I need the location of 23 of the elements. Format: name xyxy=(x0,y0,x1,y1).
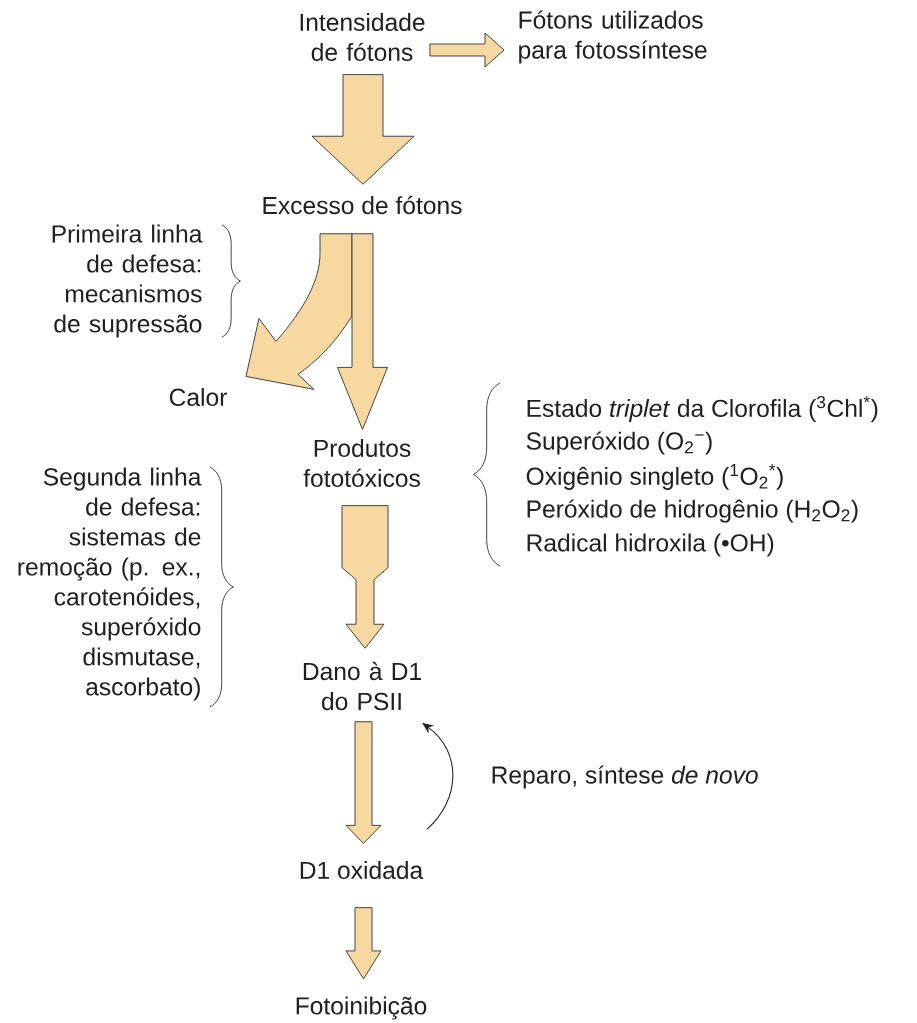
stage-label: Produtos fototóxicos xyxy=(303,439,420,488)
edge-label: Reparo, síntese de novo xyxy=(488,763,761,791)
block-arrow xyxy=(245,233,353,390)
stage-label: Fotoinibição xyxy=(296,996,427,1020)
list-item: Radical hidroxila (•OH) xyxy=(527,533,774,557)
defense-note: Segunda linha de defesa: sistemas de remoção (p. ex., carotenóides, superóxido dismutase, ascorbato) xyxy=(18,467,202,701)
list-item: Estado triplet da Clorofila ($^{3}$Chl$^{*}$) xyxy=(527,396,878,422)
block-arrow xyxy=(341,505,389,649)
list-item: Peróxido de hidrogênio (H$_{2}$O$_{2}$) xyxy=(527,499,858,523)
list-item: Oxigênio singleto ($^{1}$O$_{2}$$^{*}$) xyxy=(526,464,783,490)
stage-label: Calor xyxy=(169,388,227,407)
stage-label: Dano à D1 do PSII xyxy=(303,661,421,711)
block-arrow xyxy=(345,721,382,844)
block-arrow xyxy=(429,32,505,68)
stage-label: Intensidade de fótons xyxy=(300,12,425,62)
stage-label: Fótons utilizados para fotossíntese xyxy=(519,10,707,64)
block-arrow xyxy=(311,74,415,185)
block-arrow xyxy=(337,233,388,430)
block-arrow xyxy=(345,907,382,980)
stage-label: Excesso de fótons xyxy=(263,195,462,215)
list-item: Superóxido (O$_{2}$$^{−}$) xyxy=(526,431,712,455)
defense-note: Primeira linha de defesa: mecanismos de supressão xyxy=(52,224,203,338)
stage-label: D1 oxidada xyxy=(300,861,424,880)
